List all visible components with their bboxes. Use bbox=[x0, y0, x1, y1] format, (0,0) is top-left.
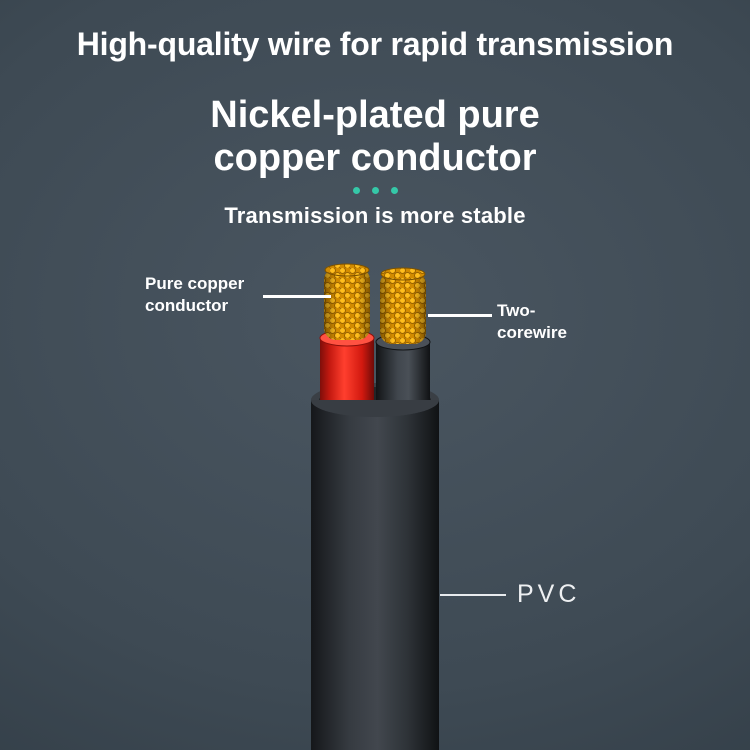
cable-illustration bbox=[311, 263, 439, 750]
accent-dot bbox=[352, 187, 360, 194]
callout-copper-line-1: Pure copper bbox=[145, 274, 245, 293]
accent-dot bbox=[390, 187, 398, 194]
callout-copper-line bbox=[263, 295, 331, 298]
headline: High-quality wire for rapid transmission bbox=[76, 26, 674, 62]
subtitle-line-1: Nickel-plated pure bbox=[210, 94, 540, 136]
accent-dots bbox=[0, 187, 750, 194]
accent-dot bbox=[371, 187, 379, 194]
copper-strands-right bbox=[380, 267, 426, 344]
callout-twocore-line-1: Two- bbox=[497, 301, 536, 320]
callout-twocore-line-2: corewire bbox=[497, 322, 567, 342]
red-insulation bbox=[319, 329, 375, 400]
callout-copper-line-2: conductor bbox=[145, 295, 229, 315]
jacket-front-lip bbox=[311, 400, 439, 417]
tagline: Transmission is more stable bbox=[224, 203, 526, 228]
subtitle-line-2: copper conductor bbox=[213, 136, 537, 179]
copper-strands-left bbox=[324, 263, 370, 340]
callout-copper-label: Pure copper conductor bbox=[145, 273, 244, 317]
callout-twocore-label: Two- corewire bbox=[497, 300, 567, 344]
pvc-label: PVC bbox=[517, 580, 581, 608]
pvc-line bbox=[440, 594, 506, 596]
subtitle: Nickel-plated pure copper conductor bbox=[0, 94, 750, 179]
callout-twocore-line bbox=[428, 314, 492, 317]
cable-jacket bbox=[311, 400, 439, 750]
